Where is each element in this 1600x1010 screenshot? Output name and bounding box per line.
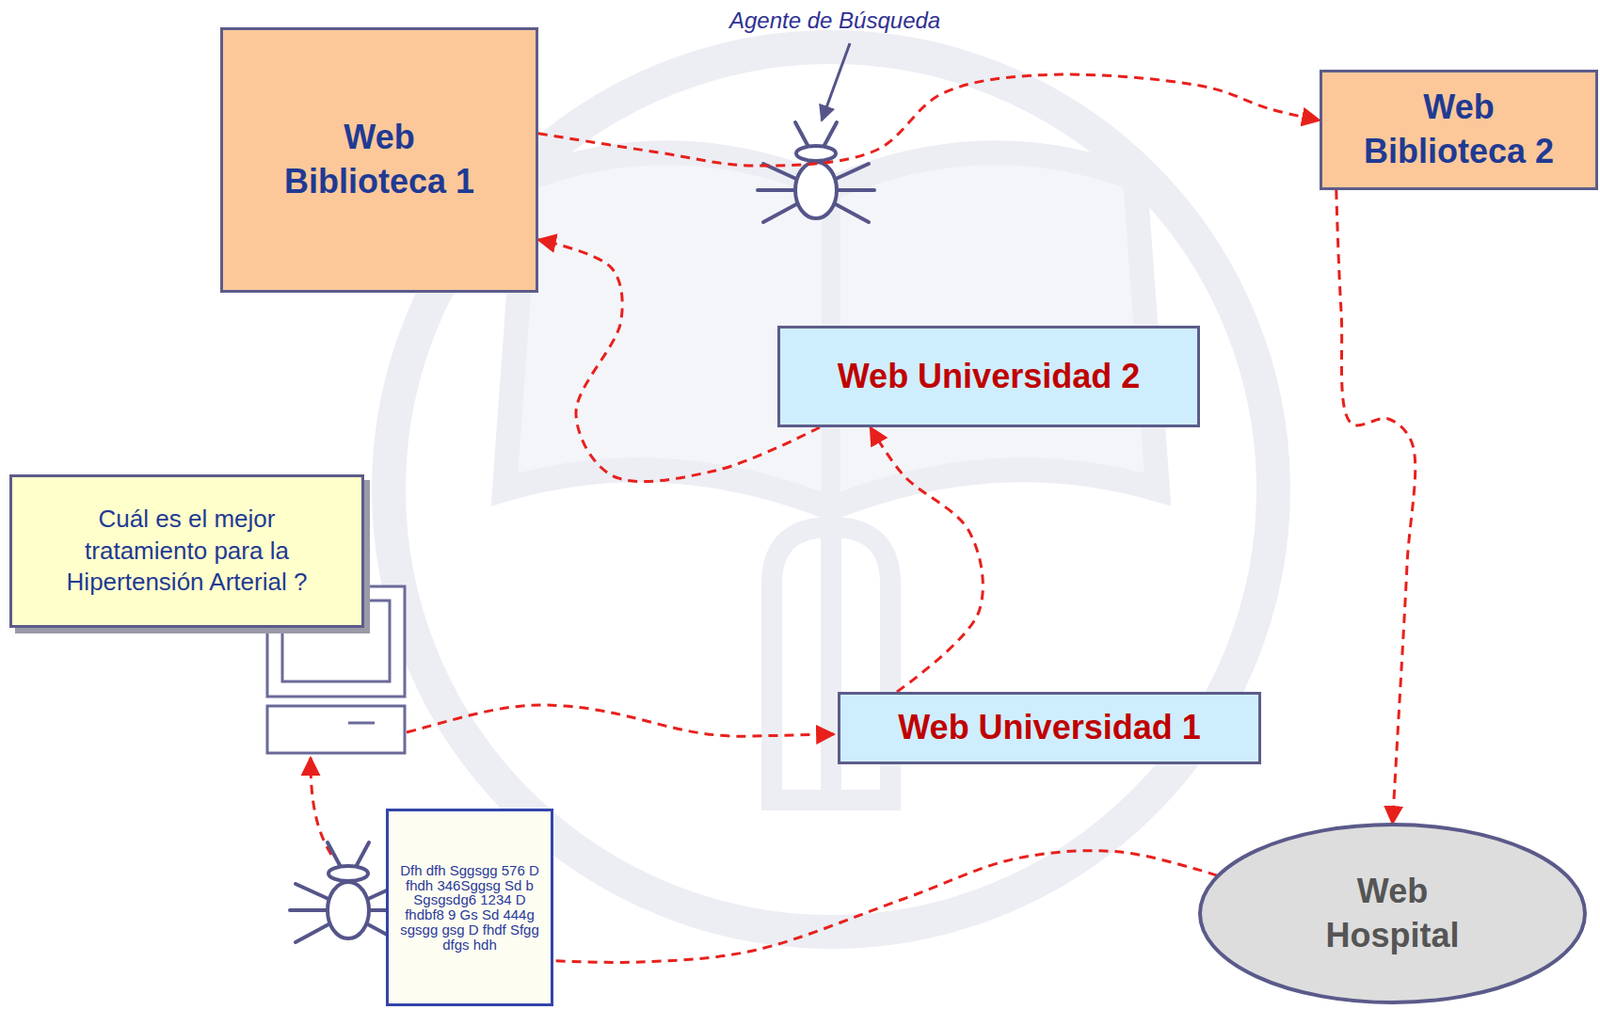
library-site-box: Web Biblioteca 2 [1319, 69, 1599, 191]
dashed-connector [870, 427, 984, 692]
node-text: Cuál es el mejor tratamiento para la Hip… [64, 503, 310, 599]
label-leader [821, 43, 850, 121]
library-site-box: Web Biblioteca 1 [220, 27, 539, 293]
node-text: Web Biblioteca 2 [1345, 85, 1572, 175]
university-site-box: Web Universidad 1 [837, 691, 1262, 765]
result-document: Dfh dfh Sggsgg 576 D fhdh 346Sggsg Sd b … [385, 808, 554, 1007]
request-connector [406, 704, 834, 736]
dashed-connector [1336, 190, 1416, 824]
node-text: Dfh dfh Sggsgg 576 D fhdh 346Sggsg Sd b … [400, 863, 540, 953]
node-text: Web Universidad 2 [837, 354, 1140, 400]
ellipse-shape [1200, 824, 1585, 1003]
ellipse-outline [1197, 821, 1588, 1006]
drawing-part [267, 705, 405, 753]
node-text: Web Hospital [1303, 869, 1483, 959]
hospital-site-ellipse: Web Hospital [1197, 821, 1588, 1006]
query-callout: Cuál es el mejor tratamiento para la Hip… [9, 474, 365, 628]
return-connector [310, 757, 332, 855]
node-text: Web Universidad 1 [897, 705, 1200, 751]
node-text: Web Biblioteca 1 [266, 115, 493, 205]
drawing-part [348, 721, 375, 725]
dashed-connector [553, 850, 1217, 963]
university-site-box: Web Universidad 2 [777, 325, 1200, 428]
search-agent-icon [757, 122, 875, 223]
dashed-connector [538, 74, 1320, 166]
agent-label: Agente de Búsqueda [729, 7, 941, 34]
